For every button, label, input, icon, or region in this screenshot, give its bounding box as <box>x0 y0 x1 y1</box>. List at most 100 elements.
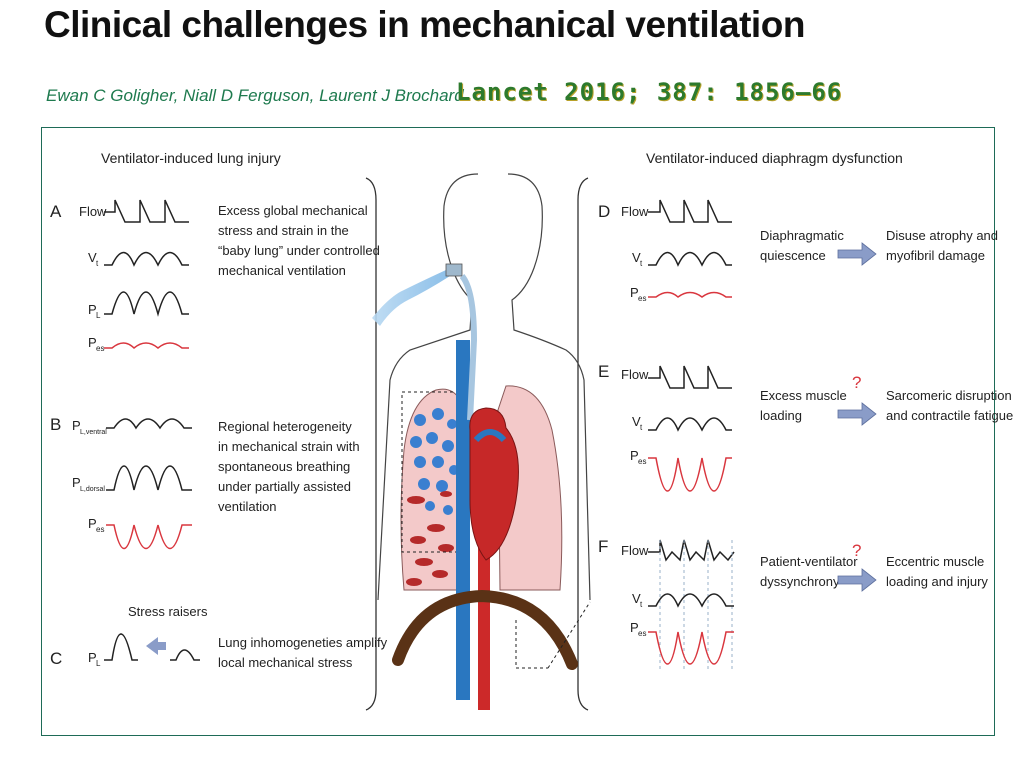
pl-subscript: L <box>96 311 101 320</box>
volume-subscript: t <box>96 259 99 268</box>
comparison-arrow <box>146 637 166 655</box>
panel-a-text-2: stress and strain in the <box>218 223 349 238</box>
flow-label-d: Flow <box>621 204 649 219</box>
panel-d-cause-2: quiescence <box>760 248 826 263</box>
arrow-f <box>837 568 877 592</box>
panel-f-effect-1: Eccentric muscle <box>886 554 984 569</box>
panel-letter-c: C <box>50 649 62 668</box>
aerated-alveoli <box>410 408 459 515</box>
arrow-d <box>837 242 877 266</box>
panel-f-cause-1: Patient-ventilator <box>760 554 858 569</box>
diaphragm <box>392 589 578 670</box>
panel-b-text-3: spontaneous breathing <box>218 459 350 474</box>
volume-wave-f <box>648 593 734 608</box>
panel-e-cause-1: Excess muscle <box>760 388 847 403</box>
question-mark-f: ? <box>852 541 861 560</box>
pl-dorsal-label: P <box>72 475 81 490</box>
pes-wave <box>104 342 189 350</box>
pl-label-c: P <box>88 650 97 665</box>
volume-wave <box>104 251 189 267</box>
panel-e: E Flow V t P es Excess muscle loading ? … <box>598 362 1013 492</box>
panel-b: B P L,ventral P L,dorsal P es Regional h… <box>50 415 360 549</box>
panel-letter-e: E <box>598 362 609 381</box>
aorta <box>478 520 490 710</box>
pes-subscript-f: es <box>638 629 646 638</box>
pes-label: P <box>88 335 97 350</box>
pl-label: P <box>88 302 97 317</box>
panel-f: F Flow V t P es Patient-ventilator dyssy… <box>598 537 988 672</box>
pes-wave-e <box>648 457 732 492</box>
heart <box>469 407 519 561</box>
volume-label-f: V <box>632 591 641 606</box>
collapsed-alveoli <box>406 491 454 586</box>
panel-letter-f: F <box>598 537 608 556</box>
panel-f-cause-2: dyssynchrony <box>760 574 840 589</box>
left-bracket <box>365 177 377 711</box>
panel-b-text-5: ventilation <box>218 499 277 514</box>
flow-wave-e <box>648 365 732 389</box>
panel-a-text-3: “baby lung” under controlled <box>218 243 380 258</box>
ventilator-mist <box>372 270 450 326</box>
right-lung <box>497 385 563 591</box>
pl-wave-low <box>170 649 200 661</box>
question-mark-e: ? <box>852 373 861 392</box>
flow-label: Flow <box>79 204 107 219</box>
pl-ventral-label: P <box>72 418 81 433</box>
panel-letter-a: A <box>50 202 62 221</box>
panel-d-cause-1: Diaphragmatic <box>760 228 844 243</box>
pulmonary-vessel <box>473 429 507 443</box>
volume-label-d: V <box>632 250 641 265</box>
volume-subscript-d: t <box>640 259 643 268</box>
panel-a-text-1: Excess global mechanical <box>218 203 368 218</box>
pes-label-f: P <box>630 620 639 635</box>
volume-label: V <box>88 250 97 265</box>
right-bracket <box>577 177 589 711</box>
pes-subscript: es <box>96 344 104 353</box>
panel-f-effect-2: loading and injury <box>886 574 988 589</box>
panel-c-text-2: local mechanical stress <box>218 655 353 670</box>
volume-subscript-f: t <box>640 600 643 609</box>
panel-letter-d: D <box>598 202 610 221</box>
panel-b-text-2: in mechanical strain with <box>218 439 360 454</box>
slide-title: Clinical challenges in mechanical ventil… <box>44 4 805 45</box>
pl-ventral-wave <box>106 418 192 430</box>
anatomy-illustration <box>372 173 591 710</box>
pl-wave <box>104 291 189 317</box>
panel-b-text-4: under partially assisted <box>218 479 351 494</box>
panel-letter-b: B <box>50 415 61 434</box>
pl-subscript-c: L <box>96 659 101 668</box>
author-list: Ewan C Goligher, Niall D Ferguson, Laure… <box>46 86 464 105</box>
panel-b-text-1: Regional heterogeneity <box>218 419 352 434</box>
panel-e-effect-1: Sarcomeric disruption <box>886 388 1012 403</box>
pes-label-d: P <box>630 285 639 300</box>
lung-injury-heading: Ventilator-induced lung injury <box>101 150 281 166</box>
volume-label-e: V <box>632 414 641 429</box>
pl-wave-high <box>104 633 138 661</box>
pl-ventral-subscript: L,ventral <box>80 429 107 436</box>
figure-frame <box>41 127 995 736</box>
panel-d-effect-2: myofibril damage <box>886 248 985 263</box>
journal-citation: Lancet 2016; 387: 1856–66 <box>456 78 843 106</box>
arrow-e <box>837 402 877 426</box>
flow-label-f: Flow <box>621 543 649 558</box>
flow-wave-f <box>648 539 735 562</box>
pes-wave-b <box>106 524 192 549</box>
pes-label-b: P <box>88 516 97 531</box>
pes-subscript-d: es <box>638 294 646 303</box>
diaphragm-dysfunction-heading: Ventilator-induced diaphragm dysfunction <box>646 150 903 166</box>
ventilator-tube <box>459 274 478 421</box>
volume-wave-d <box>648 251 732 267</box>
volume-subscript-e: t <box>640 423 643 432</box>
trachea <box>456 340 470 700</box>
zoom-line-diaphragm <box>515 601 591 669</box>
pes-label-e: P <box>630 448 639 463</box>
panel-e-effect-2: and contractile fatigue <box>886 408 1013 423</box>
stress-raisers-label: Stress raisers <box>128 604 208 619</box>
panel-c-text-1: Lung inhomogeneties amplify <box>218 635 388 650</box>
pes-subscript-b: es <box>96 525 104 534</box>
pes-wave-f <box>648 631 734 665</box>
pes-wave-d <box>648 291 732 298</box>
flow-wave <box>104 199 189 223</box>
panel-e-cause-2: loading <box>760 408 802 423</box>
